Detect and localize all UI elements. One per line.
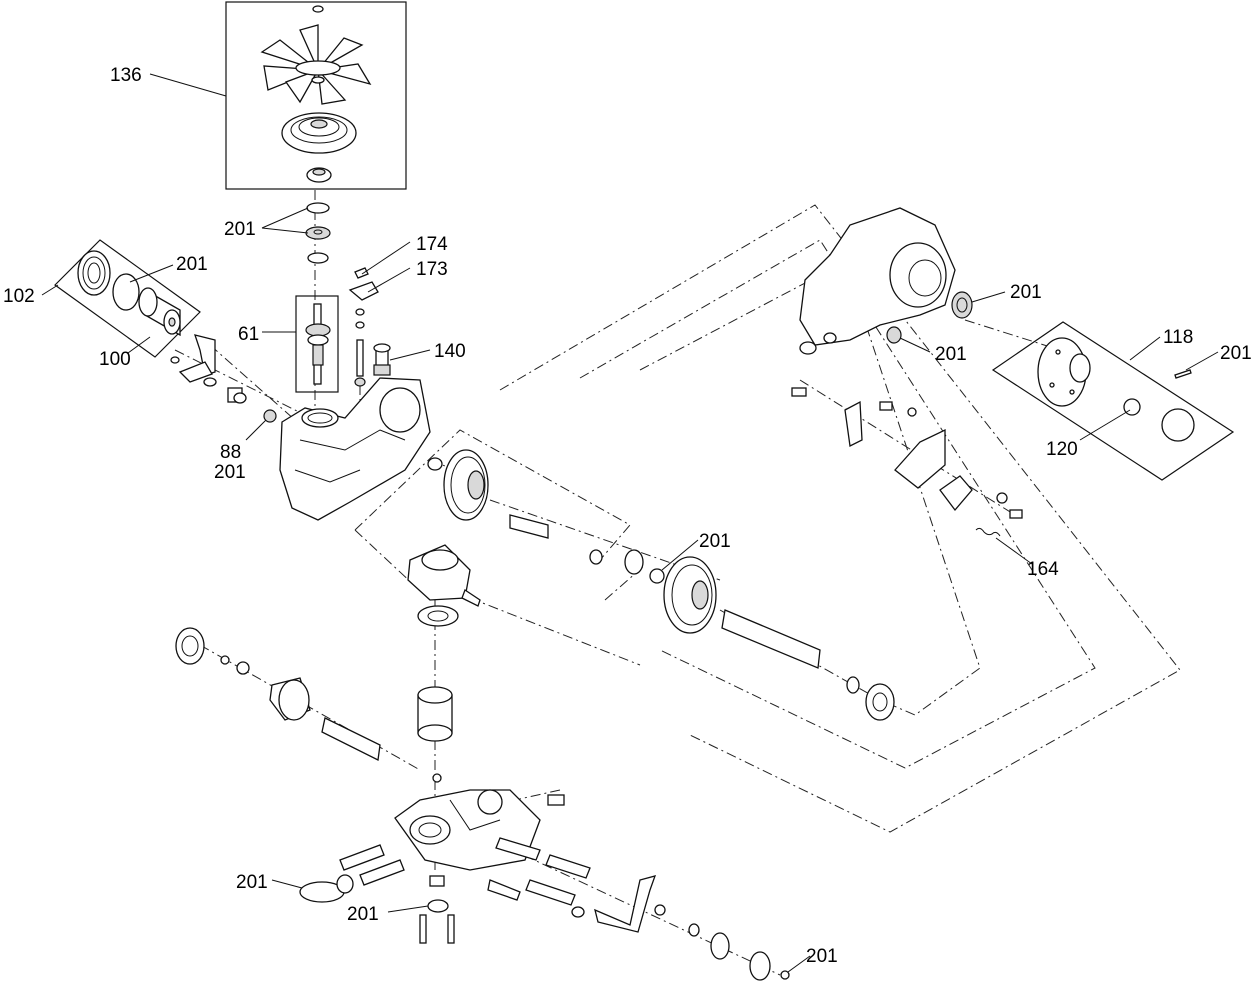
callout-labels: 136 201 174 173 102 201 100 61 140 88 20…: [3, 65, 1252, 967]
cylinder-block: [417, 686, 453, 742]
input-shaft: [305, 303, 331, 385]
output-gear: [663, 556, 717, 634]
shaft-seal: [305, 226, 331, 240]
callout-61: 61: [238, 324, 259, 345]
callout-120: 120: [1046, 439, 1078, 460]
callout-100: 100: [99, 349, 131, 370]
main-housing-right: [799, 207, 956, 355]
brake-plate: [894, 428, 946, 489]
callout-201-filter: 201: [176, 254, 208, 275]
drive-pulley: [281, 112, 357, 154]
bypass-rod: [594, 875, 657, 933]
pulley-hub: [306, 167, 332, 183]
leader-lines: [41, 73, 1219, 973]
retaining-ring: [306, 202, 330, 214]
input-shaft-kit-box: [295, 295, 339, 393]
o-ring-center: [649, 568, 665, 584]
axle-bearing: [865, 683, 895, 721]
swashplate: [175, 627, 205, 665]
callout-201-small-oring: 201: [806, 946, 838, 967]
idler-shaft: [509, 514, 549, 539]
callout-140: 140: [434, 341, 466, 362]
pump-block: [269, 677, 311, 721]
bottom-oring: [427, 899, 449, 913]
cooling-fan: [260, 5, 372, 105]
callout-174: 174: [416, 234, 448, 255]
brake-arm: [844, 400, 863, 447]
callout-201-housing-ring: 201: [935, 344, 967, 365]
lever-seal: [263, 409, 277, 423]
oil-filter: [138, 287, 181, 337]
small-oring: [780, 970, 790, 980]
callout-136: 136: [110, 65, 142, 86]
filter-gasket: [112, 273, 140, 311]
callout-201-seal: 201: [224, 219, 256, 240]
axle-seal: [951, 291, 973, 319]
main-housing-left: [279, 377, 443, 521]
callout-201-oring: 201: [699, 531, 731, 552]
return-spring: [975, 527, 1001, 537]
hub-cap: [1161, 408, 1195, 442]
reduction-gear: [443, 449, 489, 521]
hub-kit-box: [991, 321, 1235, 481]
shaft-seal-right: [886, 326, 902, 344]
center-section: [394, 789, 541, 871]
output-axle: [721, 609, 821, 669]
callout-201-gasket-left: 201: [236, 872, 268, 893]
callout-102: 102: [3, 286, 35, 307]
wheel-hub: [1037, 337, 1091, 407]
filter-cap: [77, 250, 111, 296]
callout-88: 88: [220, 442, 241, 463]
callout-164: 164: [1027, 559, 1059, 580]
callout-118: 118: [1163, 327, 1193, 348]
callout-173: 173: [416, 259, 448, 280]
washer-top: [307, 252, 329, 264]
bottom-washer: [710, 932, 730, 960]
hub-pin: [1174, 369, 1192, 379]
spring-pin: [354, 267, 369, 279]
bearing: [624, 549, 644, 575]
check-valve-plug: [373, 343, 391, 376]
bottom-pinion: [749, 951, 771, 981]
callout-201-hub: 201: [1220, 343, 1252, 364]
thrust-plate: [417, 605, 459, 627]
callout-201-oring-bottom: 201: [347, 904, 379, 925]
motor-block: [407, 544, 481, 607]
callout-201-88: 201: [214, 462, 246, 483]
callout-201-housing-seal: 201: [1010, 282, 1042, 303]
pump-shaft: [321, 717, 381, 761]
bracket: [348, 281, 379, 301]
